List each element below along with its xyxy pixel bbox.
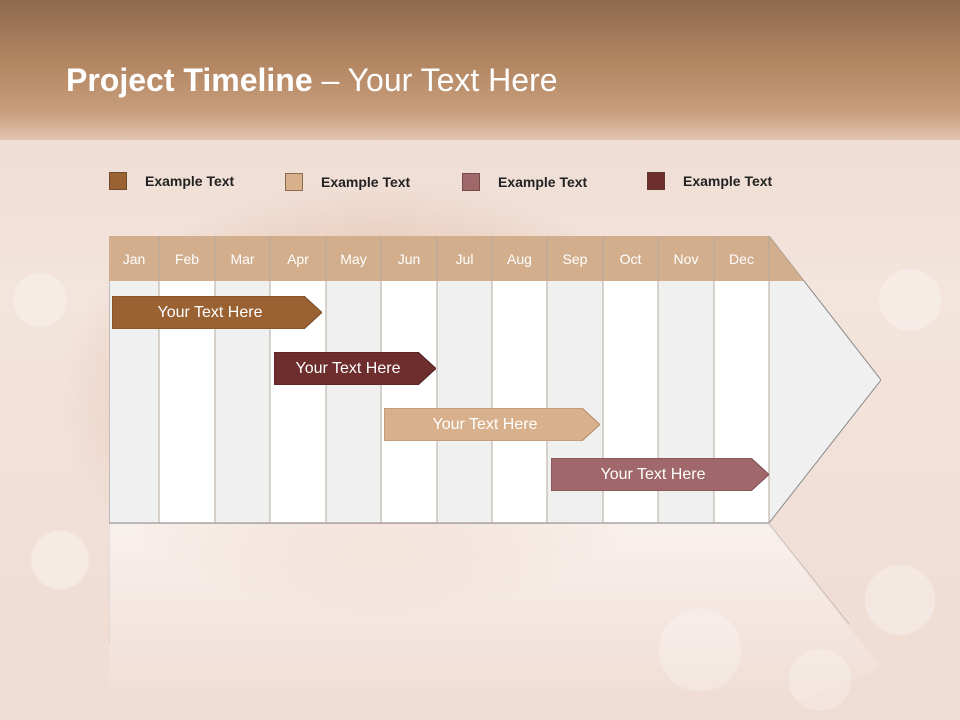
timeline-chart: Jan Feb Mar Apr May Jun Jul Aug Sep Oct …: [109, 236, 881, 524]
title-banner: [0, 0, 960, 140]
month-oct: Oct: [619, 250, 642, 267]
month-dec: Dec: [729, 250, 754, 267]
legend-swatch-icon: [109, 172, 127, 190]
month-feb: Feb: [174, 250, 200, 267]
task-bar-2[interactable]: Your Text Here: [274, 352, 436, 385]
month-jun: Jun: [397, 250, 421, 267]
task-bar-label: Your Text Here: [157, 303, 263, 321]
month-nov: Nov: [673, 250, 699, 267]
task-bar-label: Your Text Here: [295, 359, 401, 377]
task-bar-label: Your Text Here: [600, 465, 706, 483]
legend-item-1: Example Text: [109, 171, 234, 191]
task-bar-label: Your Text Here: [432, 415, 538, 433]
month-jan: Jan: [122, 250, 146, 267]
title-main: Project Timeline: [66, 62, 313, 98]
month-may: May: [340, 250, 367, 267]
month-sep: Sep: [562, 250, 588, 267]
legend-label: Example Text: [145, 173, 235, 189]
task-bar-3[interactable]: Your Text Here: [384, 408, 600, 441]
month-jul: Jul: [455, 250, 474, 267]
legend-label: Example Text: [683, 173, 773, 189]
legend-item-4: Example Text: [647, 171, 772, 191]
legend-swatch-icon: [285, 173, 303, 191]
month-mar: Mar: [230, 250, 255, 267]
title-subtitle: – Your Text Here: [312, 62, 558, 98]
legend-swatch-icon: [647, 172, 665, 190]
legend-label: Example Text: [321, 174, 411, 190]
task-bar-4[interactable]: Your Text Here: [551, 458, 769, 491]
page-title: Project Timeline – Your Text Here: [66, 62, 558, 99]
legend-swatch-icon: [462, 173, 480, 191]
legend-item-2: Example Text: [285, 172, 410, 192]
legend-label: Example Text: [498, 174, 588, 190]
month-apr: Apr: [287, 250, 309, 267]
timeline-reflection: [109, 524, 881, 714]
legend-item-3: Example Text: [462, 172, 587, 192]
month-aug: Aug: [507, 250, 532, 267]
task-bar-1[interactable]: Your Text Here: [112, 296, 322, 329]
